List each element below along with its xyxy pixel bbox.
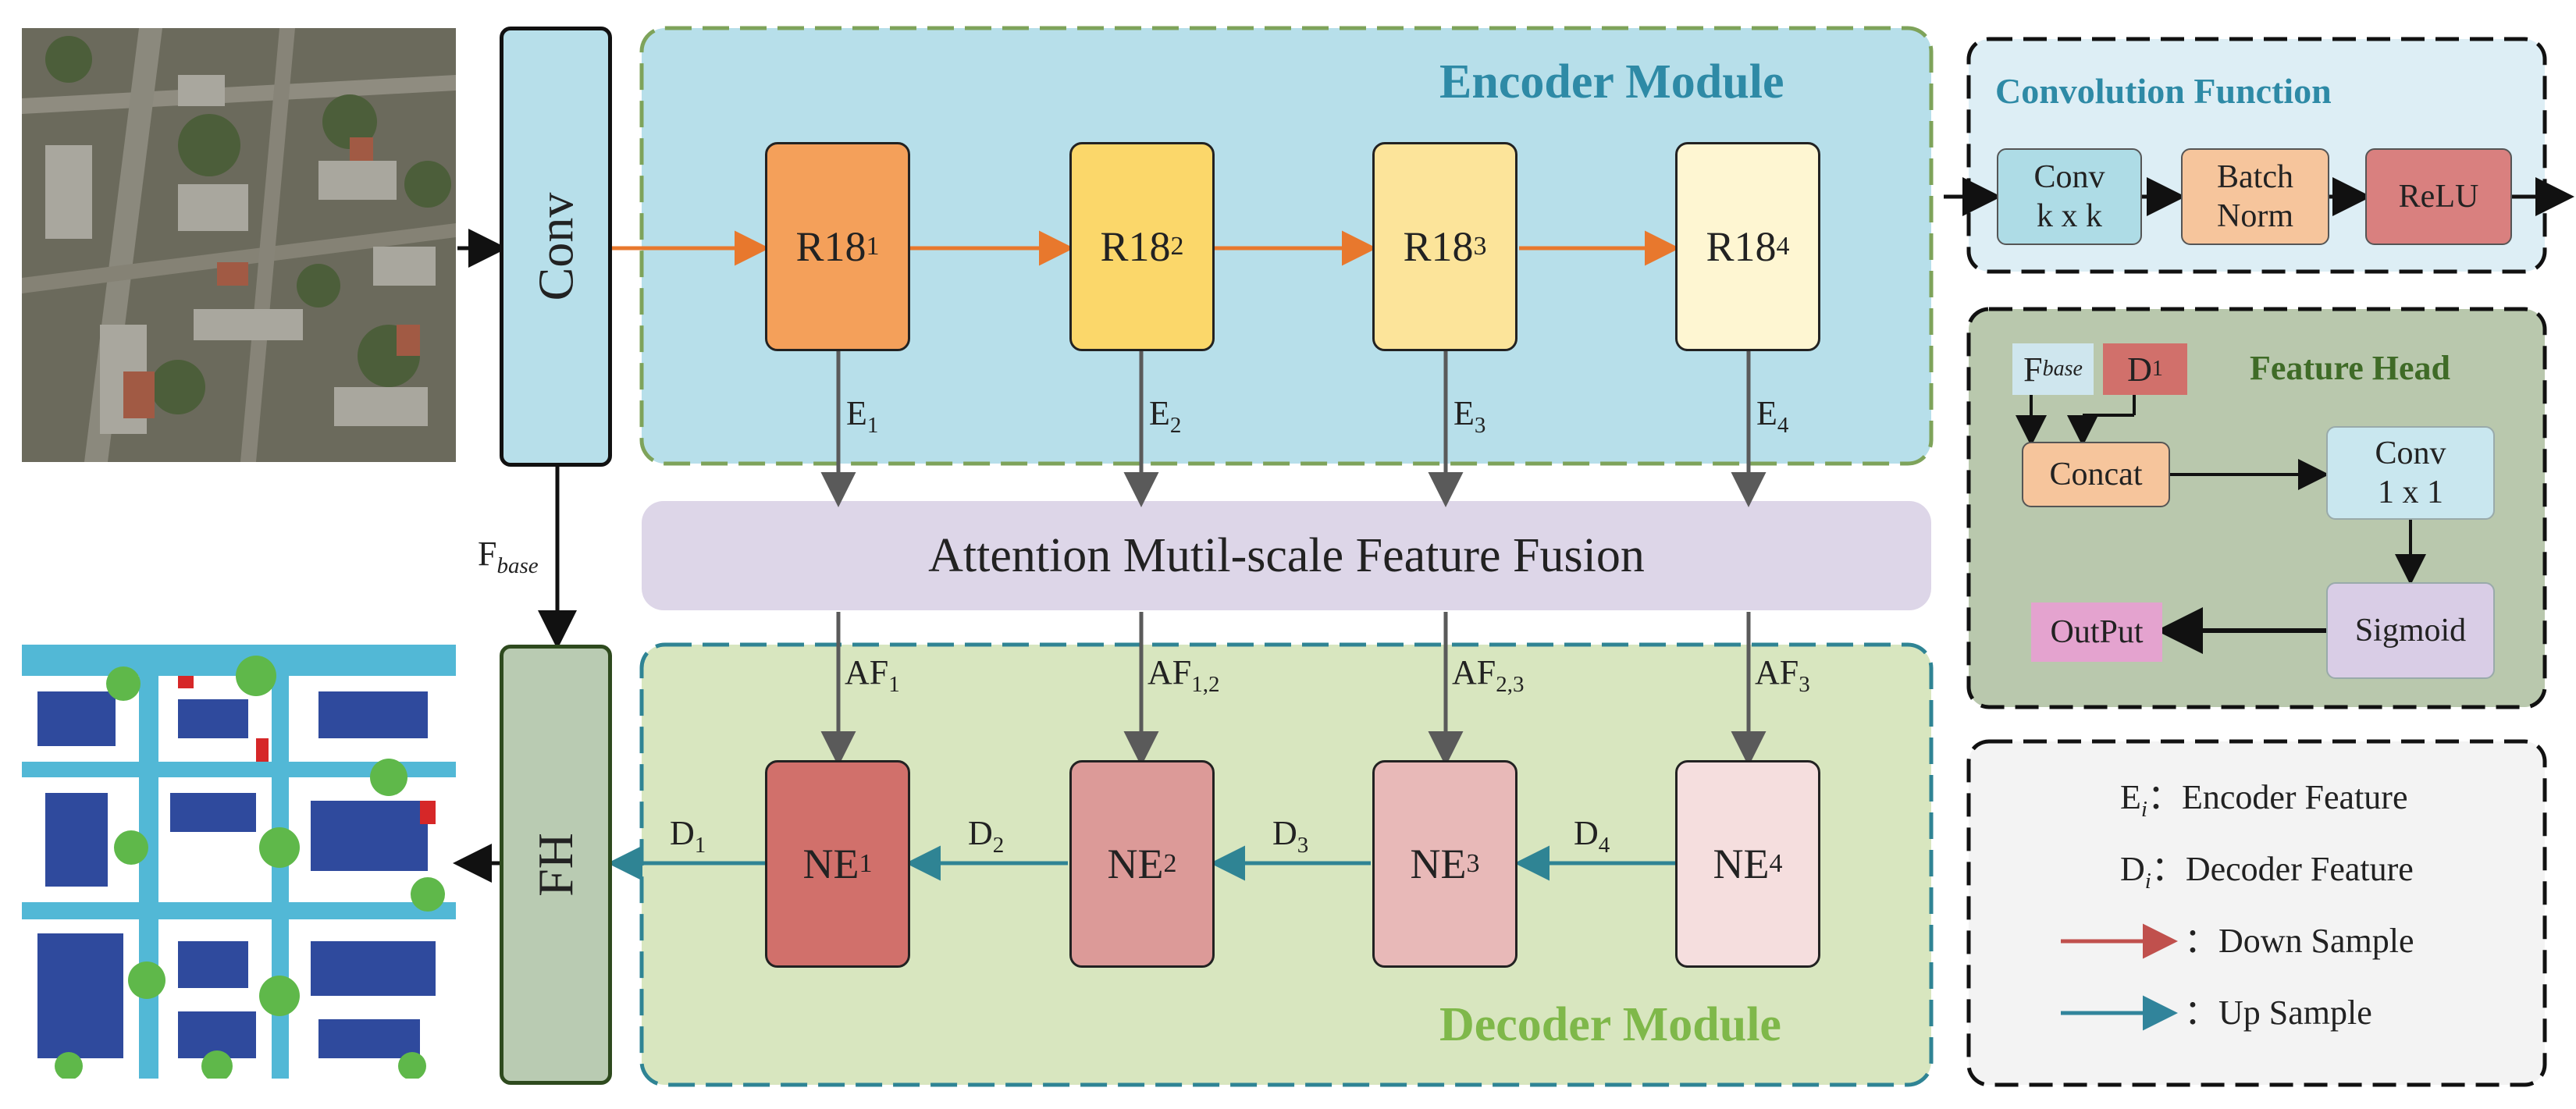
legend-panel (1966, 739, 2547, 1087)
aerial-input-image (22, 28, 456, 462)
decoder-feature-d4: D4 (1574, 814, 1610, 858)
encoder-module-panel (639, 26, 1934, 466)
fbase-label: Fbase (478, 535, 539, 578)
fusion-panel (642, 501, 1931, 610)
decoder-module-title: Decoder Module (1439, 998, 1781, 1051)
segmentation-output-map (22, 645, 456, 1079)
legend-up-sample: ：Up Sample (2184, 993, 2372, 1032)
fusion-label: Attention Mutil-scale Feature Fusion (928, 528, 1645, 582)
af-label-2-3: AF2,3 (1452, 653, 1525, 697)
encoder-feature-e2: E2 (1149, 394, 1182, 438)
conv-label: Conv (528, 192, 583, 301)
legend-decoder-feature: Di：Decoder Feature (2120, 850, 2414, 894)
decoder-feature-d2: D2 (968, 814, 1005, 858)
concat-box: Concat (2022, 442, 2170, 507)
encoder-module-title: Encoder Module (1439, 55, 1784, 108)
legend-encoder-feature: Ei：Encoder Feature (2120, 778, 2408, 822)
relu-box: ReLU (2365, 148, 2512, 245)
decoder-feature-d3: D3 (1272, 814, 1309, 858)
decoder-feature-d1: D1 (670, 814, 706, 858)
fh-block: FH (500, 645, 612, 1085)
af-label-1-2: AF1,2 (1147, 653, 1220, 697)
af-label-3: AF3 (1755, 653, 1810, 697)
encoder-feature-e1: E1 (846, 394, 879, 438)
encoder-feature-e3: E3 (1453, 394, 1486, 438)
conv-block: Conv (500, 27, 612, 467)
legend-down-sample: ：Down Sample (2184, 922, 2414, 960)
fh-label: FH (528, 833, 583, 897)
af-label-1: AF1 (845, 653, 900, 697)
sigmoid-box: Sigmoid (2326, 582, 2495, 679)
encoder-feature-e4: E4 (1756, 394, 1789, 438)
feature-head-title: Feature Head (2250, 349, 2451, 387)
convolution-function-title: Convolution Function (1995, 71, 2332, 111)
output-box: OutPut (2031, 602, 2162, 662)
